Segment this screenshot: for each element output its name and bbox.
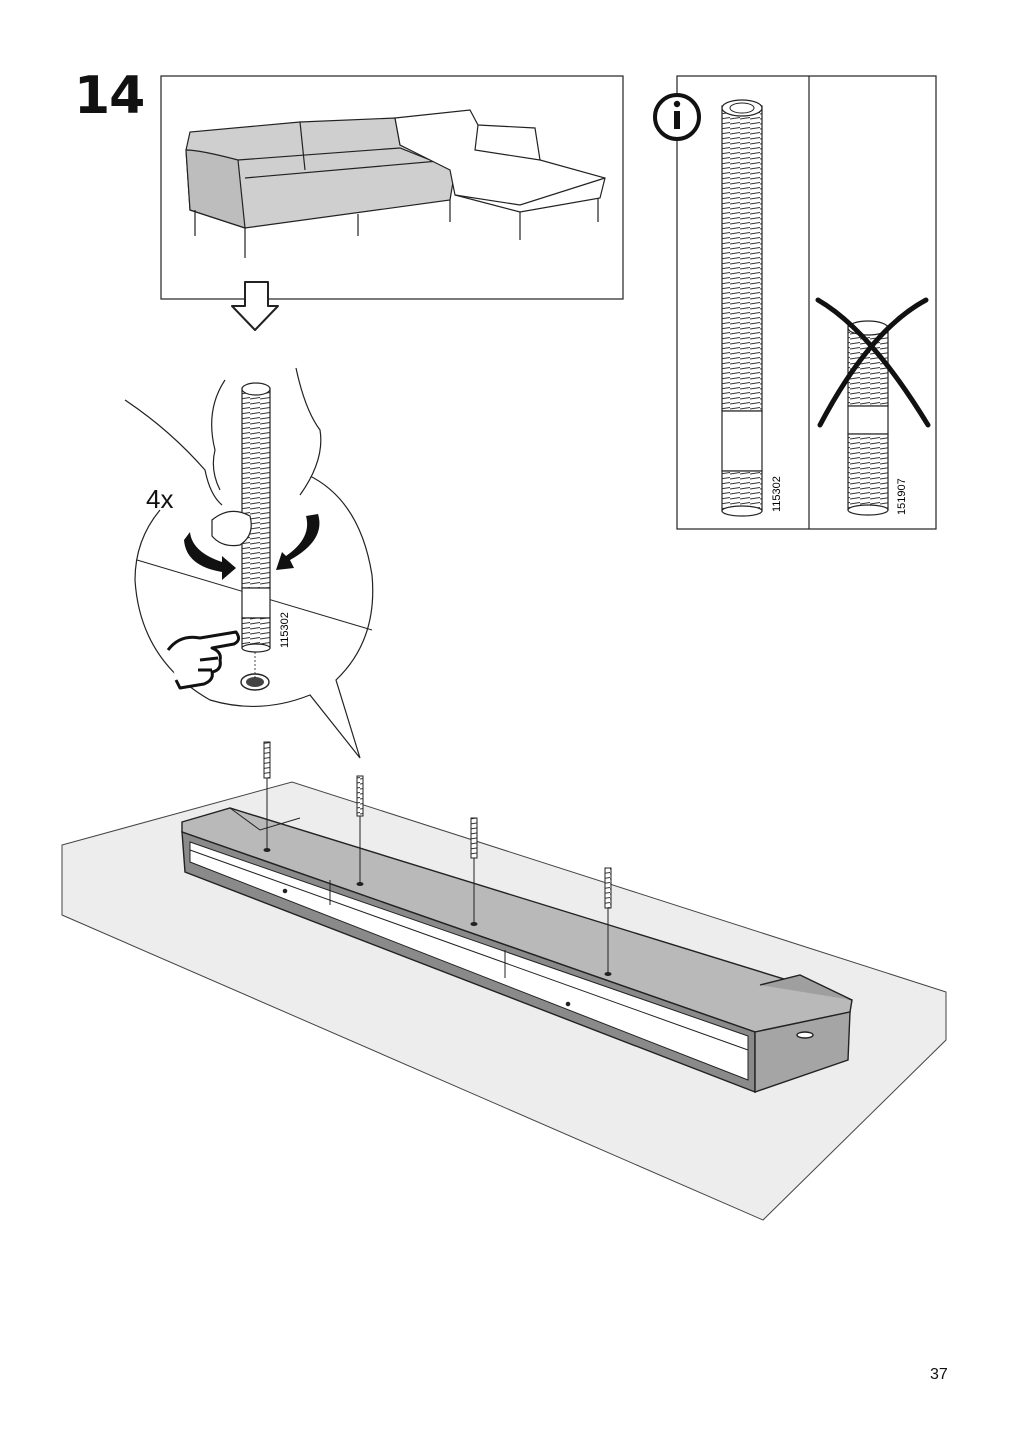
- bolt-detail: [241, 382, 271, 653]
- arrow-down-icon: [231, 281, 279, 331]
- page-number: 37: [930, 1366, 948, 1383]
- frame-bolt-3: [470, 817, 478, 926]
- frame-bolts: [263, 741, 612, 976]
- bolt-short-wrong: [847, 320, 889, 516]
- info-panel: 115302 151907: [653, 75, 937, 530]
- frame-bolt-1: [263, 741, 271, 852]
- hand-illustration: [124, 367, 322, 506]
- sofa-illustration: [185, 109, 606, 258]
- step-number: 14: [74, 66, 145, 126]
- sofa-overview-panel: [160, 75, 624, 300]
- sofa-frame: [181, 807, 853, 1094]
- info-icon: [653, 93, 701, 141]
- frame-bolt-2: [356, 775, 364, 886]
- cross-mark-icon: [815, 297, 931, 428]
- detail-callout: 115302: [124, 367, 374, 759]
- rotate-arrows-icon: [184, 514, 320, 580]
- bolt-detail-code: 115302: [279, 612, 291, 648]
- frame-bolt-4: [604, 867, 612, 976]
- bolt-short-code: 151907: [896, 478, 908, 515]
- bolt-long-code: 115302: [771, 476, 783, 512]
- bolt-long-correct: [721, 99, 763, 517]
- quantity-label: 4x: [146, 484, 174, 514]
- pointing-hand-icon: [166, 630, 241, 690]
- hole-detail: [240, 652, 270, 691]
